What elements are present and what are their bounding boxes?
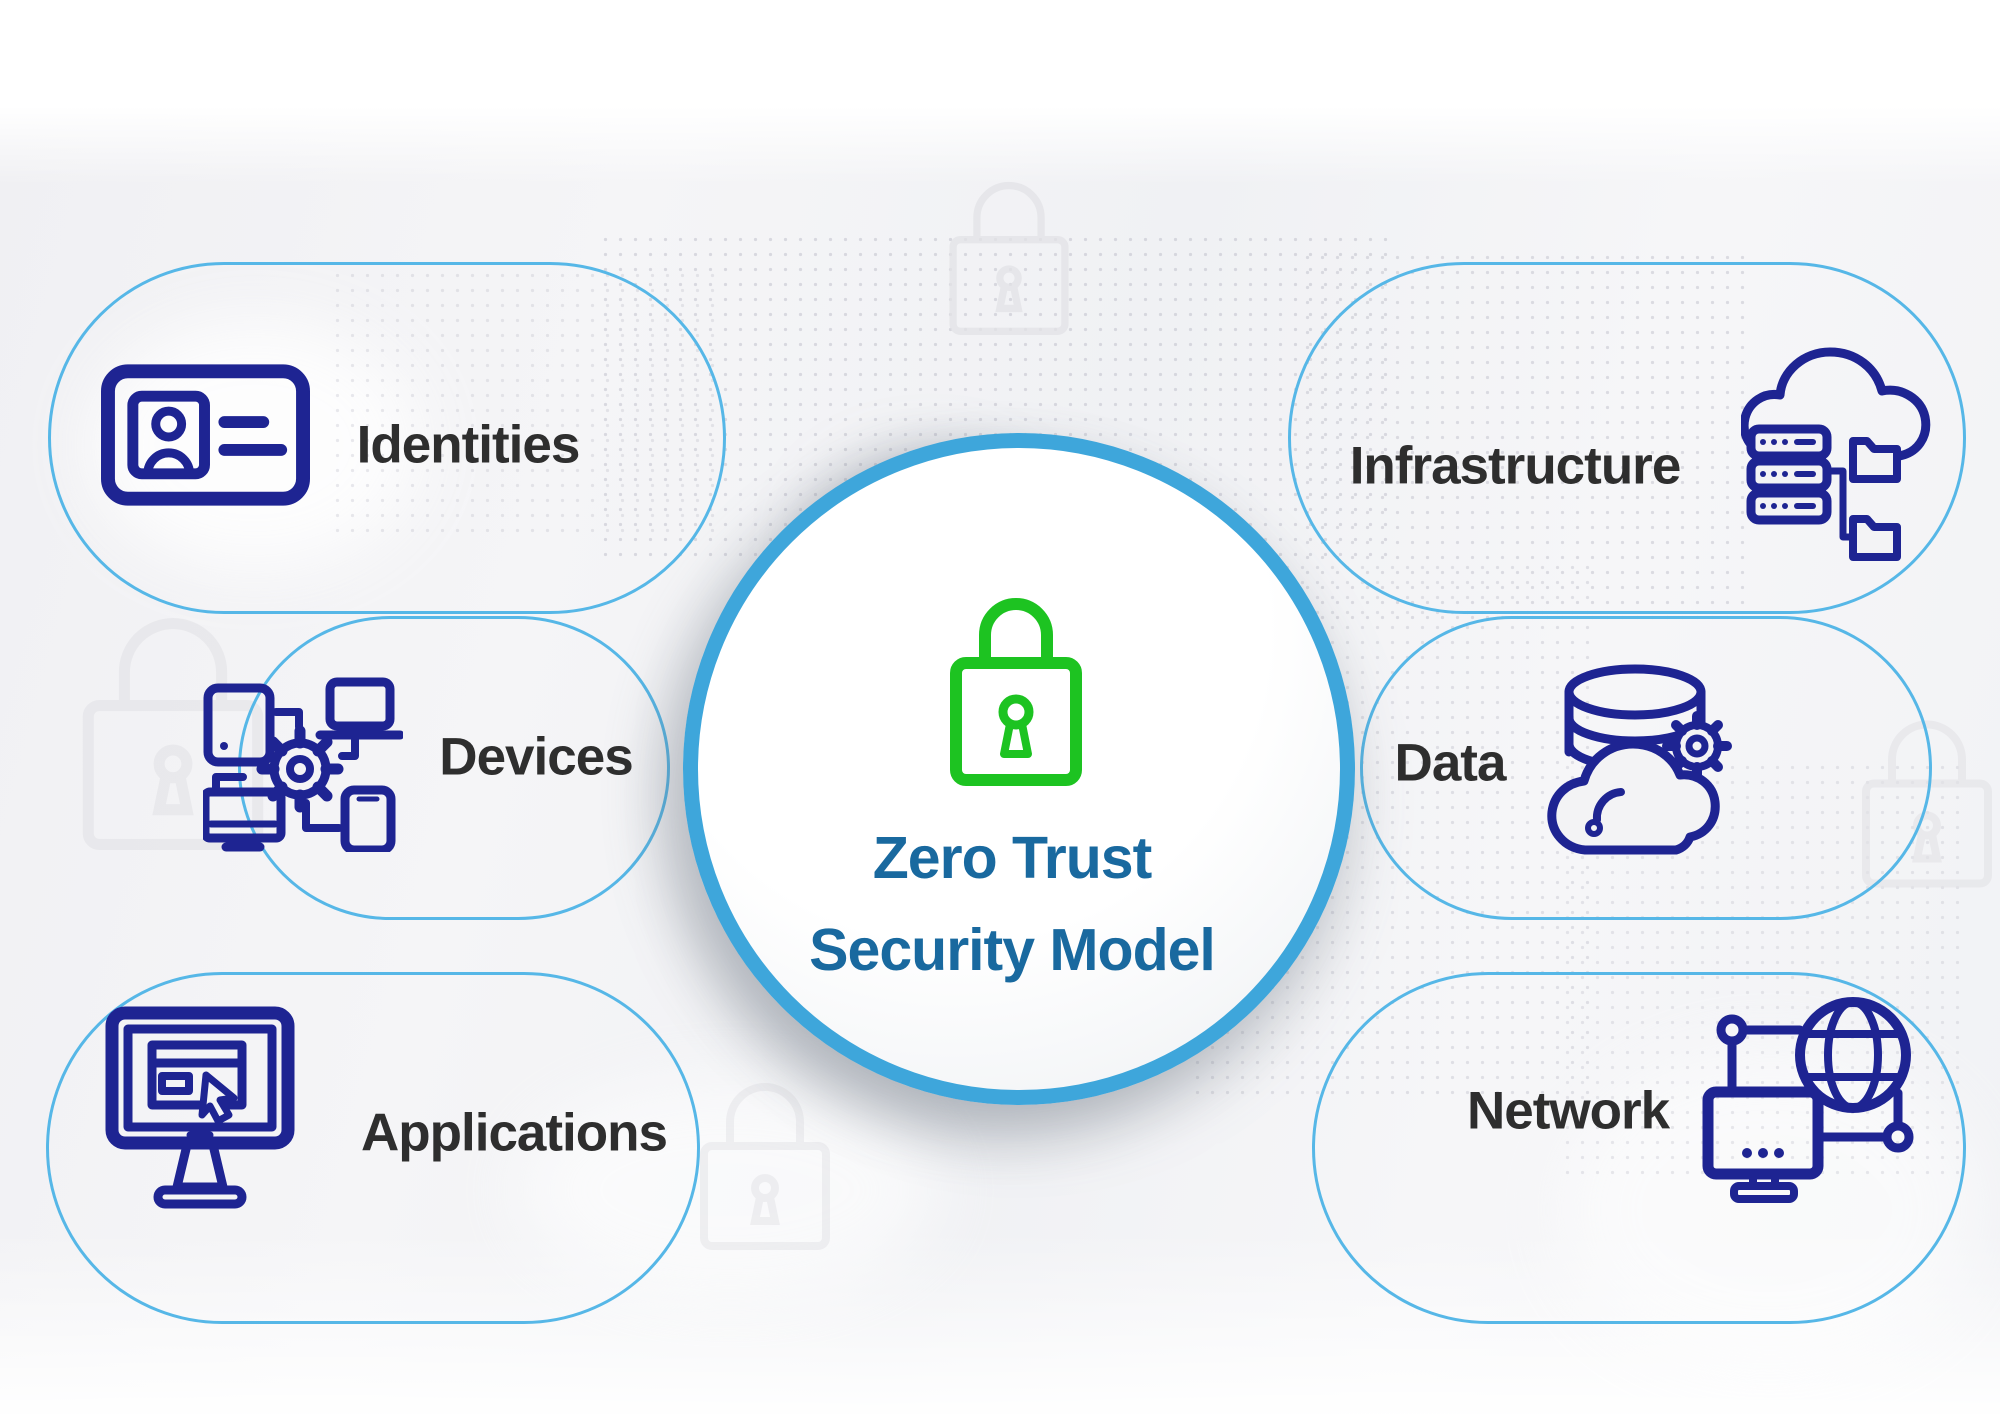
padlock-watermark-icon xyxy=(948,170,1070,335)
bubble-applications xyxy=(46,972,700,1324)
category-label-devices: Devices xyxy=(439,727,633,787)
app-window-monitor-icon xyxy=(105,1004,295,1219)
center-circle xyxy=(683,433,1355,1105)
bubble-devices xyxy=(238,616,670,920)
category-label-infrastructure: Infrastructure xyxy=(1349,436,1682,496)
padlock-watermark-icon xyxy=(700,1060,830,1260)
connected-devices-icon xyxy=(203,672,403,852)
globe-network-icon xyxy=(1701,993,1917,1219)
bubble-infrastructure xyxy=(1288,262,1966,614)
category-label-data: Data xyxy=(1394,733,1507,793)
id-card-icon xyxy=(101,364,310,506)
bubble-identities xyxy=(48,262,726,614)
diagram-title-line2: Security Model xyxy=(809,917,1216,983)
category-label-identities: Identities xyxy=(356,415,581,475)
database-cloud-gear-icon xyxy=(1547,660,1737,855)
category-label-network: Network xyxy=(1466,1081,1670,1141)
category-label-applications: Applications xyxy=(360,1103,668,1163)
cloud-server-icon xyxy=(1741,343,1953,580)
padlock-icon xyxy=(950,575,1082,787)
bubble-network xyxy=(1312,972,1966,1324)
diagram-title-line1: Zero Trust xyxy=(872,825,1152,891)
bubble-data xyxy=(1360,616,1932,920)
